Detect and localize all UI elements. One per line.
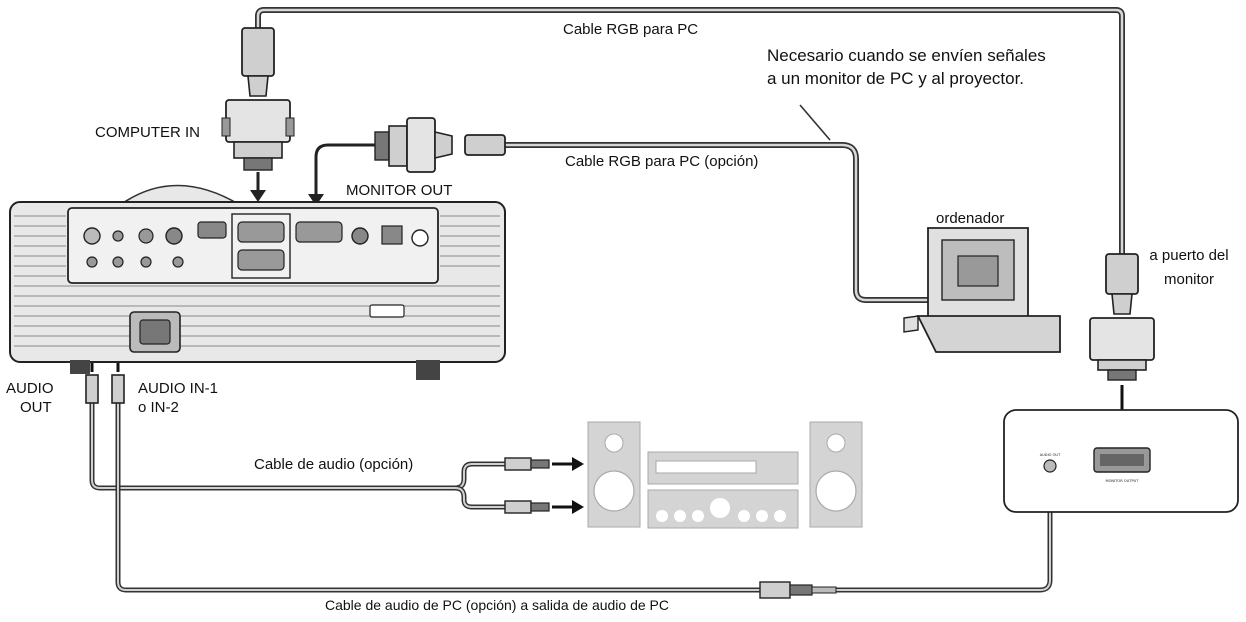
stereo (587, 421, 863, 529)
stereo-plugs (504, 457, 584, 514)
computer (903, 227, 1061, 353)
note-leader-line (799, 104, 831, 141)
computer-in-arrow (250, 172, 266, 202)
computer-in-label: COMPUTER IN (95, 124, 200, 141)
pc-audio-cable-label: Cable de audio de PC (opción) a salida d… (325, 597, 670, 613)
audio-cable-option-label: Cable de audio (opción) (254, 456, 414, 473)
audio-out-label-line-1: AUDIO (6, 380, 54, 397)
audio-cable-option (89, 400, 505, 510)
audio-in-label-line-2: o IN-2 (138, 399, 179, 416)
rgb-cable-pc-option (505, 104, 1021, 303)
note-line-1: Necesario cuando se envíen señales (767, 46, 1046, 65)
monitor-port-label-line-2: monitor (1163, 271, 1215, 288)
audio-out-port-label: AUDIO OUT (1040, 453, 1061, 457)
projector (9, 184, 506, 380)
rgb-cable-pc-option-label: Cable RGB para PC (opción) (565, 153, 759, 170)
monitor-out-label: MONITOR OUT (346, 182, 453, 199)
note-line-2: a un monitor de PC y al proyector. (767, 69, 1025, 88)
audio-out-label-line-2: OUT (20, 399, 52, 416)
pc-audio-plug (759, 581, 837, 599)
monitor-out-curve-arrow (308, 143, 375, 206)
computer-in-plug (221, 27, 295, 171)
audio-in-label-line-1: AUDIO IN-1 (138, 380, 219, 397)
computer-label: ordenador (936, 210, 1005, 227)
monitor-output-port-label: MONITOR OUTPUT (1106, 479, 1140, 483)
rgb-cable-pc (255, 7, 1125, 254)
monitor-port-label-line-1: a puerto del (1149, 247, 1229, 264)
computer-rear-panel: AUDIO OUT MONITOR OUTPUT (1003, 409, 1239, 513)
rgb-cable-pc-label: Cable RGB para PC (563, 21, 699, 38)
monitor-out-plug (374, 117, 506, 173)
